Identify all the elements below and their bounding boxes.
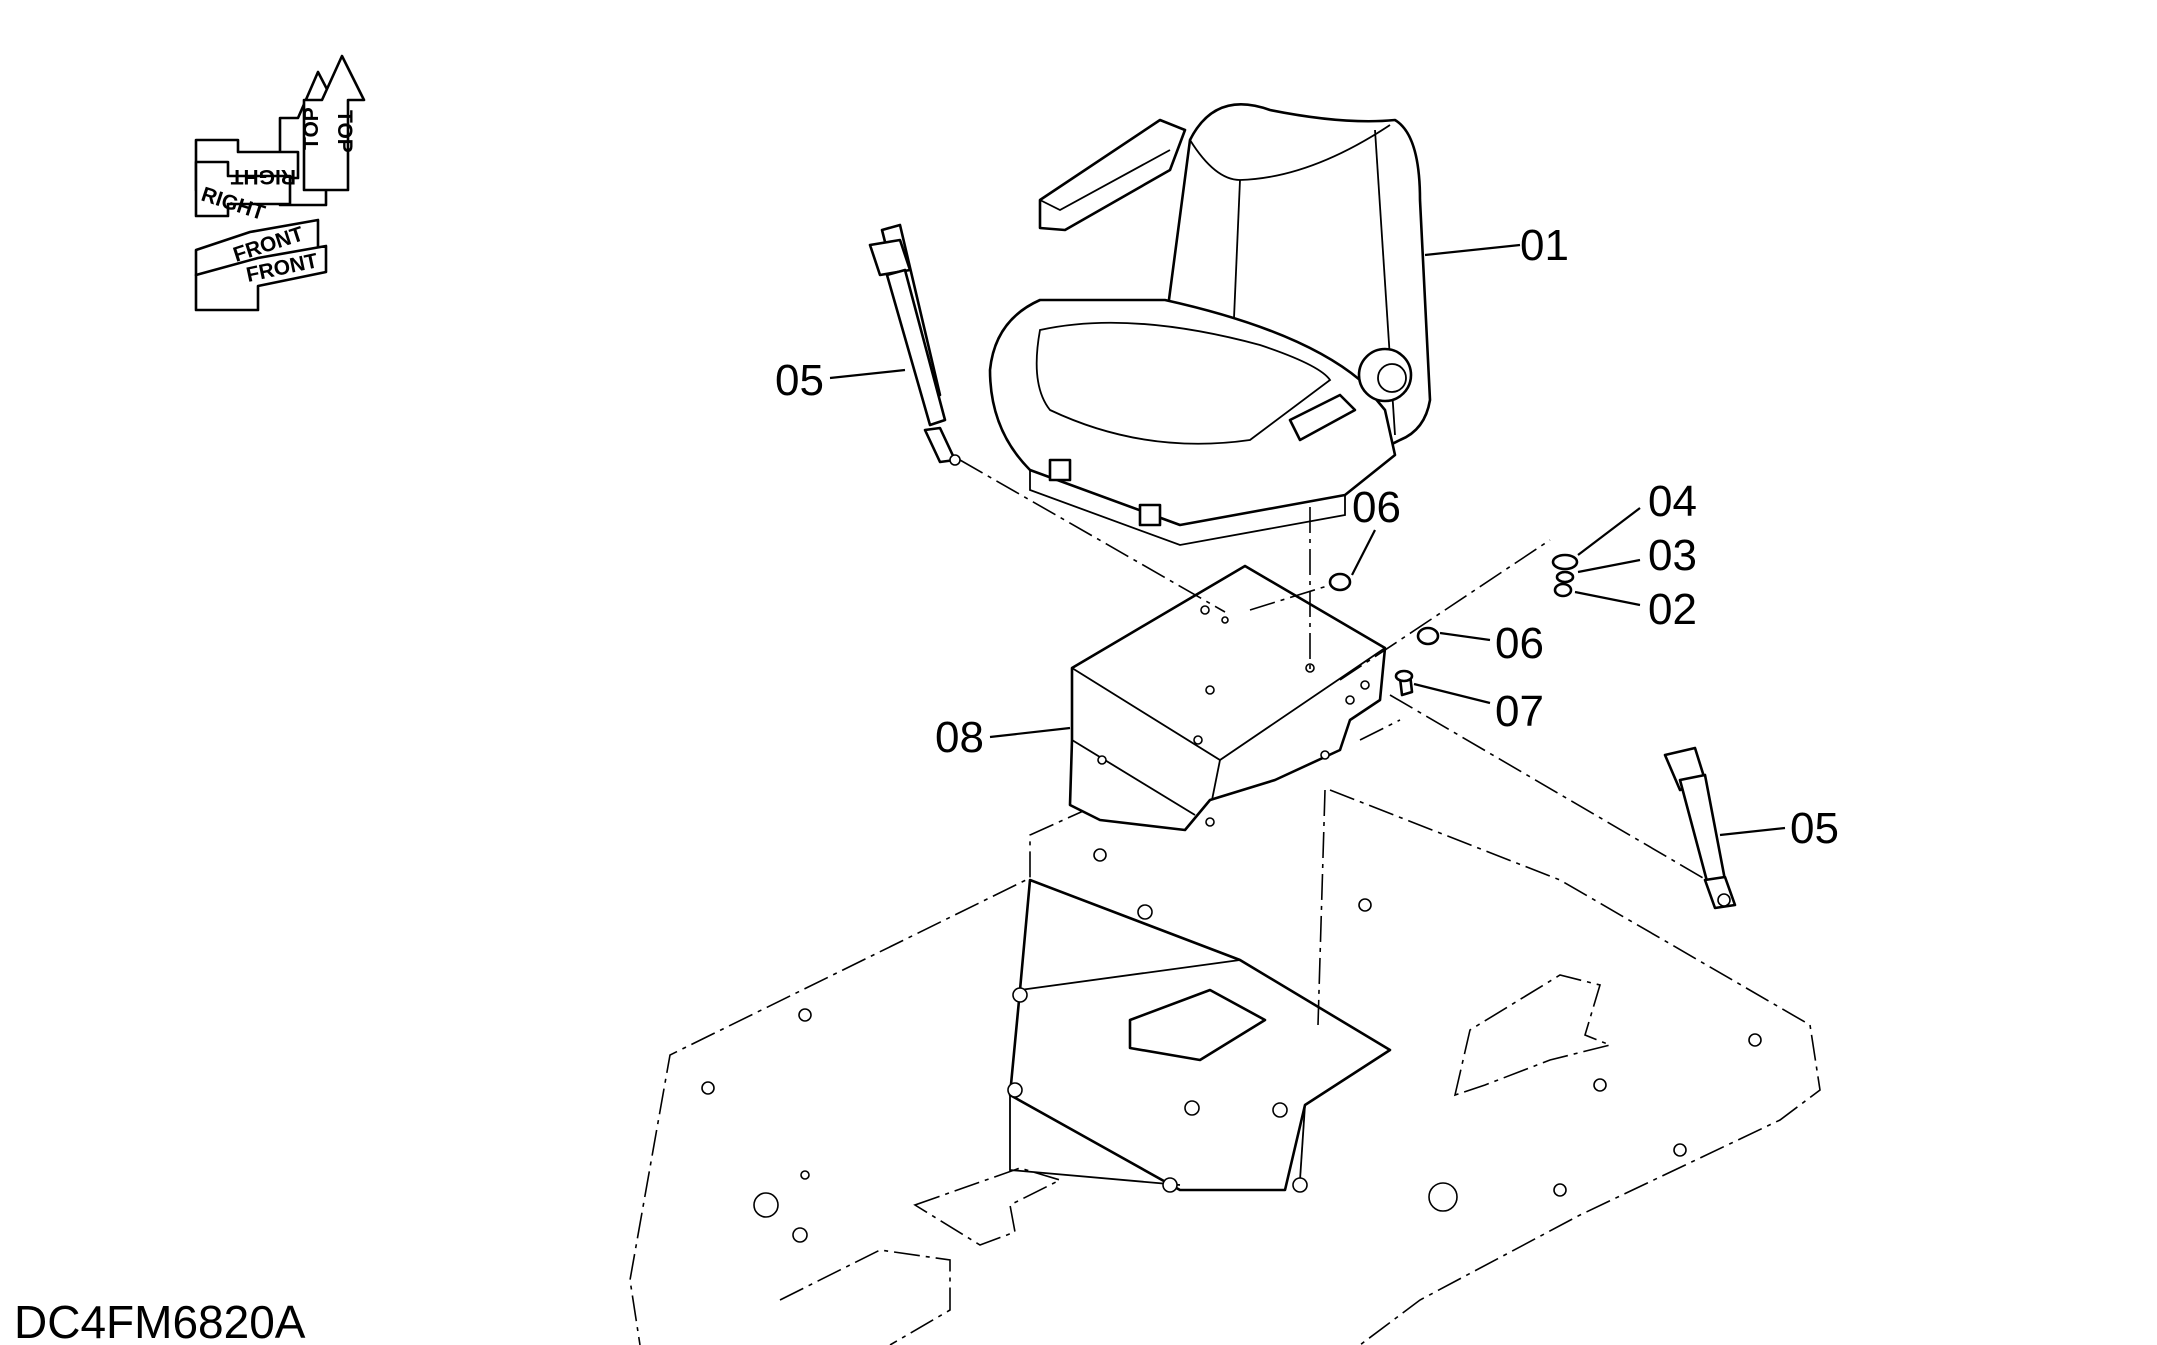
nut-06-lower [1416,626,1440,646]
floor-hole [1748,1033,1762,1047]
belt-anchor-bolt [949,454,961,466]
floor-hole [800,1170,810,1180]
belt-anchor-bolt [1717,893,1731,907]
operator-seat [988,102,1432,546]
callout-06-lower: 06 [1495,619,1544,668]
floor-hole [1093,848,1107,862]
floor-hole [1593,1078,1607,1092]
right-label: RIGHT [231,165,297,188]
base-plate-bolt [1012,987,1028,1003]
floor-hole-large [1428,1182,1458,1212]
nut-06-upper [1328,572,1352,592]
hardware [1328,553,1579,697]
base-plate-bolt [1272,1102,1288,1118]
base-plate-bolt [1007,1082,1023,1098]
seat-belt-left [868,223,961,466]
floor-hole [1553,1183,1567,1197]
leader-lines [829,243,1786,837]
callout-02: 02 [1648,585,1697,634]
front-arrow-icon [194,218,328,312]
base-plate-bolt [1292,1177,1308,1193]
spring-washer-03 [1555,570,1575,584]
top-label: TOP [300,107,323,150]
top-label-mirror: TOP [333,110,356,153]
callout-06-upper: 06 [1352,483,1401,532]
floor-hole [798,1008,812,1022]
right-arrow-icon [194,138,300,218]
callout-04: 04 [1648,477,1697,526]
plain-washer-04 [1551,553,1579,571]
callout-08: 08 [935,713,984,762]
stand-hole [1345,695,1355,705]
stand-hole [1097,755,1107,765]
callout-labels: 01 05 06 04 03 02 06 07 08 05 [775,221,1839,853]
orientation-indicator: TOP TOP RIGHT RIGHT FRONT FRONT [194,54,366,312]
floor-plate [629,789,1821,1345]
stand-hole [1320,750,1330,760]
seat-base-plate [1007,878,1392,1193]
nut-02 [1553,582,1573,598]
floor-hole [1673,1143,1687,1157]
seat-recline-knob [1357,347,1413,403]
stand-hole [1193,735,1203,745]
stand-hole [1360,680,1370,690]
callout-05-right: 05 [1790,804,1839,853]
base-plate-bolt [1137,904,1153,920]
floor-hole [701,1081,715,1095]
seat-belt-right [1663,746,1737,910]
base-plate-bolt [1162,1177,1178,1193]
stand-hole [1200,605,1210,615]
floor-hole [1358,898,1372,912]
callout-05-left: 05 [775,356,824,405]
callout-07: 07 [1495,687,1544,736]
stand-hole [1205,685,1215,695]
callout-03: 03 [1648,531,1697,580]
floor-hole-left [753,1192,779,1218]
base-plate-bolt [1184,1100,1200,1116]
stand-hole [1205,817,1215,827]
callout-01: 01 [1520,221,1569,270]
seat-stand-box [1068,564,1387,832]
stand-hole [1221,616,1229,624]
drawing-number: DC4FM6820A [14,1296,306,1345]
floor-hole [792,1227,808,1243]
